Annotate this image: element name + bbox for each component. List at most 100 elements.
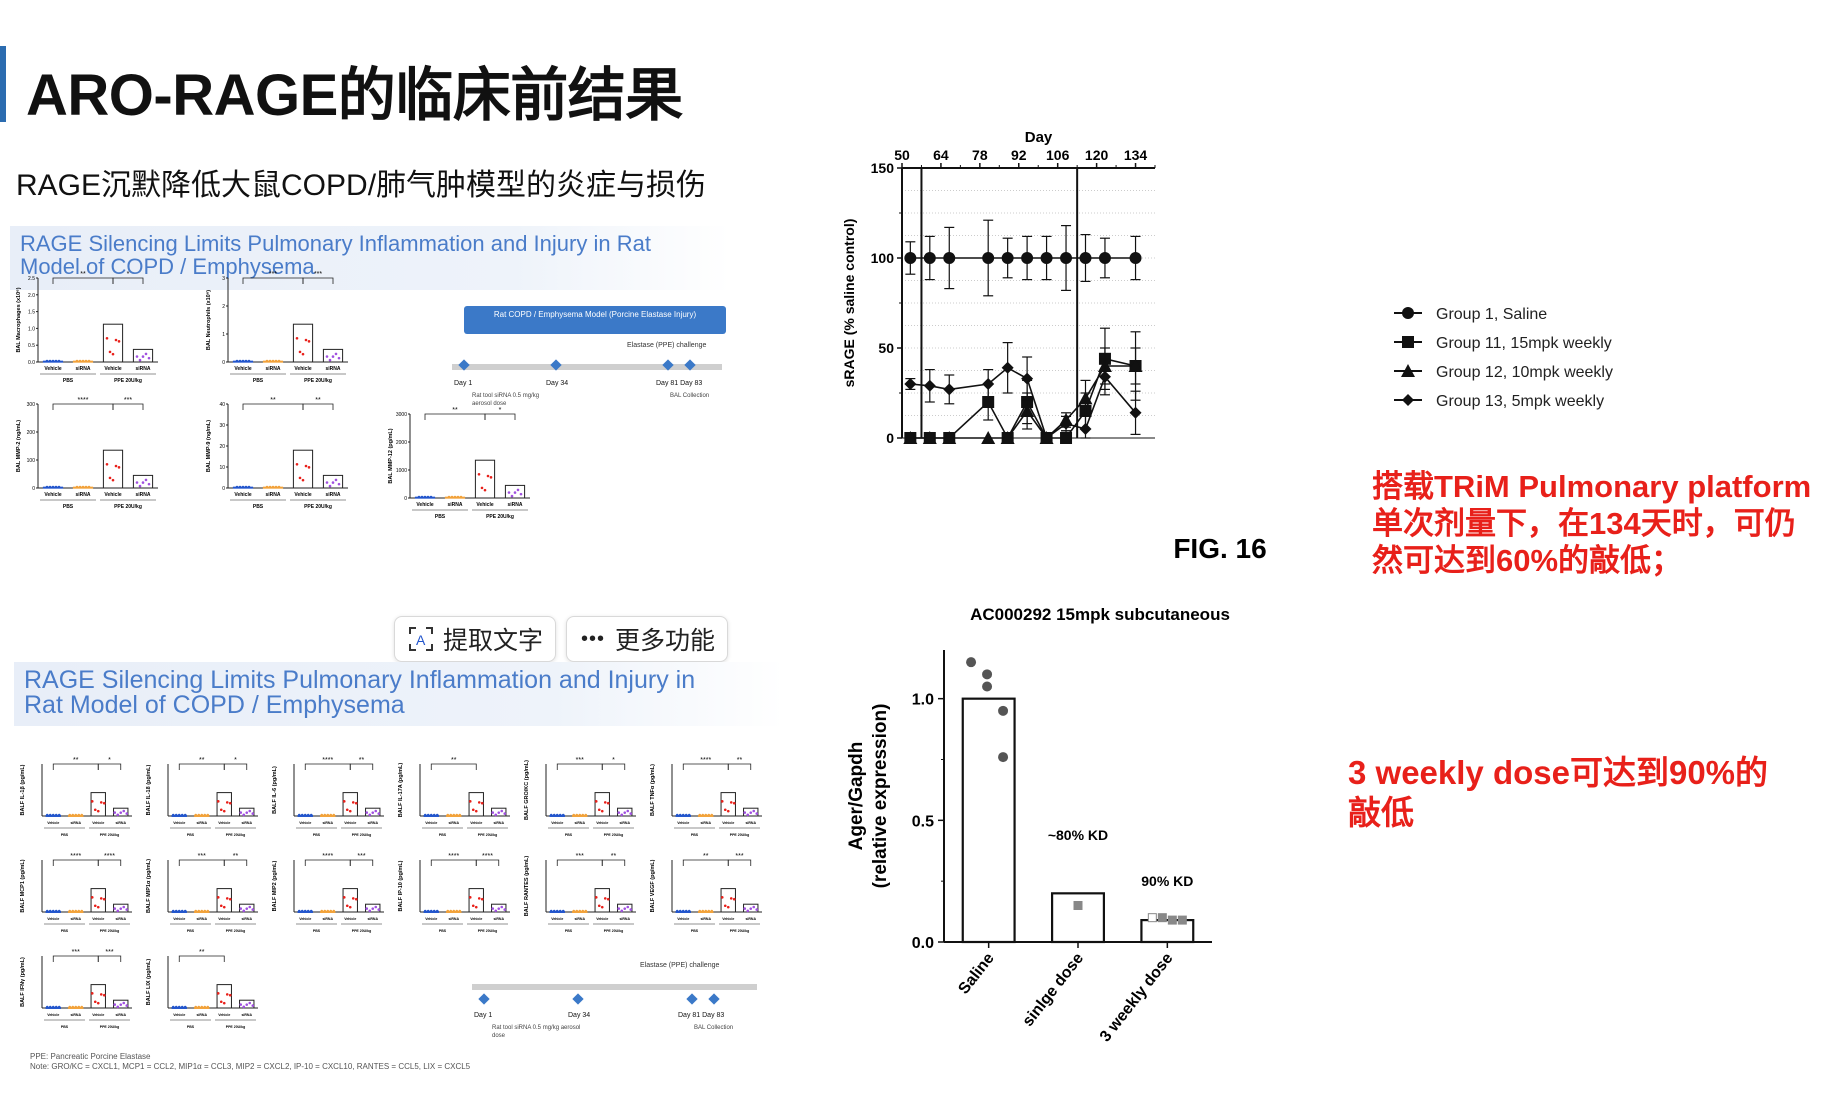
mini-point [377,908,381,911]
marker-triangle [1401,364,1415,377]
x-axis-title: Day [1025,129,1053,146]
mini-point [51,1005,55,1009]
sig-label: *** [269,271,277,278]
mini-point [271,485,275,489]
x-tick-label: siRNA [115,821,126,825]
mini-point [704,909,708,913]
y-axis-title: sRAGE (% saline control) [841,219,857,388]
dose-note: Rat tool siRNA 0.5 mg/kg aerosol dose [472,393,540,407]
timeline-bar [452,364,722,370]
mini-bar [720,792,736,817]
group-label: PPE 20U/kg [100,833,119,837]
mini-point [455,813,459,817]
mini-point [334,352,338,356]
mini-point [245,1003,249,1006]
marker-square [1402,336,1414,348]
mini-point [68,813,72,817]
mini-point [244,485,248,489]
y-axis-label: BAL MMP-9 (ng/mL) [206,420,212,472]
mini-point [177,1005,181,1009]
series-circle [904,219,1142,297]
legend-label: Group 13, 5mpk weekly [1436,393,1604,410]
group-label: PPE 20U/kg [226,929,245,933]
mini-point [720,800,724,803]
mini-point [584,909,588,913]
mini-point [552,909,556,913]
model-diagram: Rat COPD / Emphysema Model (Porcine Elas… [452,306,726,416]
mini-point [623,907,627,910]
mini-point [180,813,184,817]
sig-label: ** [737,757,743,764]
text-scan-icon: A [407,625,435,653]
mini-point [51,813,55,817]
mini-point [348,809,352,813]
y-axis-label: BALF RANTES (pg/mL) [524,856,530,917]
y-tick-label: 10 [219,465,225,471]
mini-point [480,486,484,490]
mini-point [549,813,553,817]
sig-bracket [97,763,122,770]
sig-bracket [556,763,603,770]
extract-text-button[interactable]: A 提取文字 [394,616,557,662]
mini-point [368,813,372,817]
mini-point [295,336,299,340]
mini-point [102,801,106,805]
x-tick-label: siRNA [367,821,378,825]
x-tick-label: siRNA [493,821,504,825]
mini-point [374,905,378,909]
mini-bar [474,459,496,499]
mini-point [549,909,553,913]
group-label: PPE 20U/kg [304,378,332,384]
mini-bar [365,903,381,913]
mini-point [423,495,427,499]
mini-point [81,359,85,363]
mini-point [235,359,239,363]
sig-label: **** [104,853,115,860]
y-tick-label: 150 [871,160,895,176]
sig-bracket [349,859,374,866]
day-label: Day 1 [454,380,473,387]
mini-point [474,809,478,813]
more-features-button[interactable]: ••• 更多功能 [566,616,729,662]
mini-point [729,801,733,804]
x-tick-label: Vehicle [47,1013,59,1017]
mini-point [447,495,451,499]
mini-point [216,896,220,899]
x-tick-label: siRNA [447,502,462,508]
mini-point [704,813,708,817]
x-tick-label: Vehicle [47,917,59,921]
mini-bar [322,348,344,363]
mini-point [74,909,78,913]
mini-point [48,359,52,363]
mini-point [449,813,453,817]
mini-point [480,897,484,901]
sig-bracket [52,955,99,962]
x-tick-label: Vehicle [173,917,185,921]
x-tick-label: siRNA [241,821,252,825]
challenge-label: Elastase (PPE) challenge [640,962,720,969]
marker-triangle [1078,391,1093,405]
mini-point [206,1005,210,1009]
mini-point [87,359,91,363]
y-axis-label: BALF MCP1 (pg/mL) [20,859,26,912]
marker-diamond [1021,372,1034,385]
x-tick-label: siRNA [196,917,207,921]
group-label: PBS [565,929,573,933]
x-tick-label: siRNA [574,821,585,825]
panel-header-text: RAGE Silencing Limits Pulmonary Inflamma… [20,231,651,279]
mini-point [239,1003,243,1006]
mini-point [114,464,118,468]
mini-point [420,495,424,499]
mini-point [183,813,187,817]
group-label: PPE 20U/kg [486,514,514,520]
mini-point [723,904,727,908]
x-tick-label: Vehicle [173,821,185,825]
mini-point [303,813,307,817]
y-axis-title: Ager/Gapdh [846,742,867,851]
mini-point [238,359,242,363]
mini-point [75,485,79,489]
mini-chart: BAL MMP-2 (ng/mL)3002001000*******Vehicl… [16,397,158,510]
mini-point [251,1004,255,1007]
mini-point [119,907,123,910]
mini-point [471,904,475,908]
